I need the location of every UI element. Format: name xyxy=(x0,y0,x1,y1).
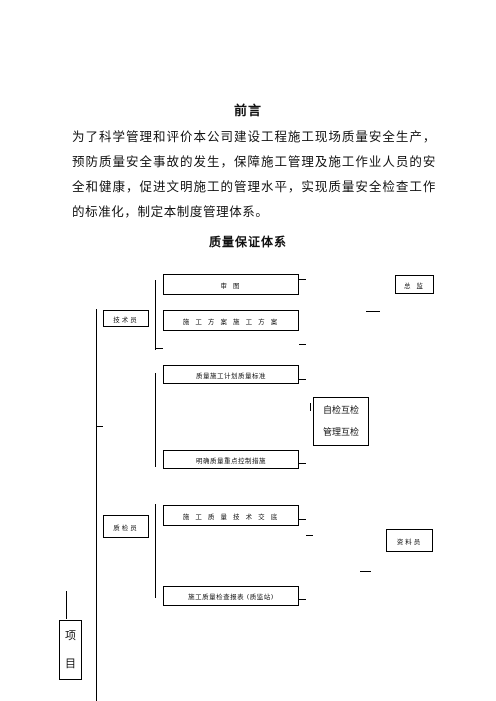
project-char-1: 项 xyxy=(65,629,76,642)
document-clerk-box: 资料员 xyxy=(386,529,433,552)
center-right-tick-6 xyxy=(299,599,306,600)
technician-box: 技术员 xyxy=(103,310,149,327)
left-tick-line xyxy=(96,426,103,427)
right-connector-3 xyxy=(360,571,371,572)
technical-briefing-box: 施 工 质 量 技 术 交 底 xyxy=(163,505,299,526)
center-right-tick-3 xyxy=(299,379,306,380)
section-title: 质量保证体系 xyxy=(208,235,287,249)
preface-paragraph: 为了科学管理和评价本公司建设工程施工现场质量安全生产，预防质量安全事故的发生，保… xyxy=(72,129,436,219)
inspection-report-box: 施工质量检查报表 (质监站) xyxy=(163,586,299,606)
project-char-2: 目 xyxy=(65,657,76,670)
center-right-tick-2 xyxy=(299,344,306,345)
quality-plan-box: 质量施工计划质量标准 xyxy=(163,365,299,384)
preface-heading: 前言 xyxy=(233,104,262,119)
quality-inspector-box: 质检员 xyxy=(103,515,149,538)
project-top-line xyxy=(66,591,67,619)
center-right-tick-4 xyxy=(299,463,306,464)
right-connector-2 xyxy=(306,535,313,536)
project-box: 项 目 xyxy=(59,620,82,680)
left-spine-line xyxy=(96,309,97,701)
construction-plan-box: 施 工 方 案 施 工 方 案 xyxy=(163,310,299,331)
upper-spine-line xyxy=(155,280,156,350)
inspect-left-line xyxy=(310,403,311,411)
self-inspection-label: 自检互检 xyxy=(322,405,359,416)
quality-control-measures-box: 明确质量重点控制措施 xyxy=(163,450,299,469)
drawing-review-box: 审 图 xyxy=(163,274,299,295)
inspection-box: 自检互检 管理互检 xyxy=(313,397,369,446)
lower-spine-line xyxy=(155,504,156,598)
upper-spine-tick xyxy=(155,348,163,349)
right-connector-1 xyxy=(366,311,380,312)
center-right-tick-1 xyxy=(299,279,306,280)
mid-spine-line xyxy=(155,373,156,467)
management-inspection-label: 管理互检 xyxy=(322,427,359,438)
chief-supervisor-box: 总 监 xyxy=(395,275,434,294)
center-right-tick-5 xyxy=(299,519,306,520)
